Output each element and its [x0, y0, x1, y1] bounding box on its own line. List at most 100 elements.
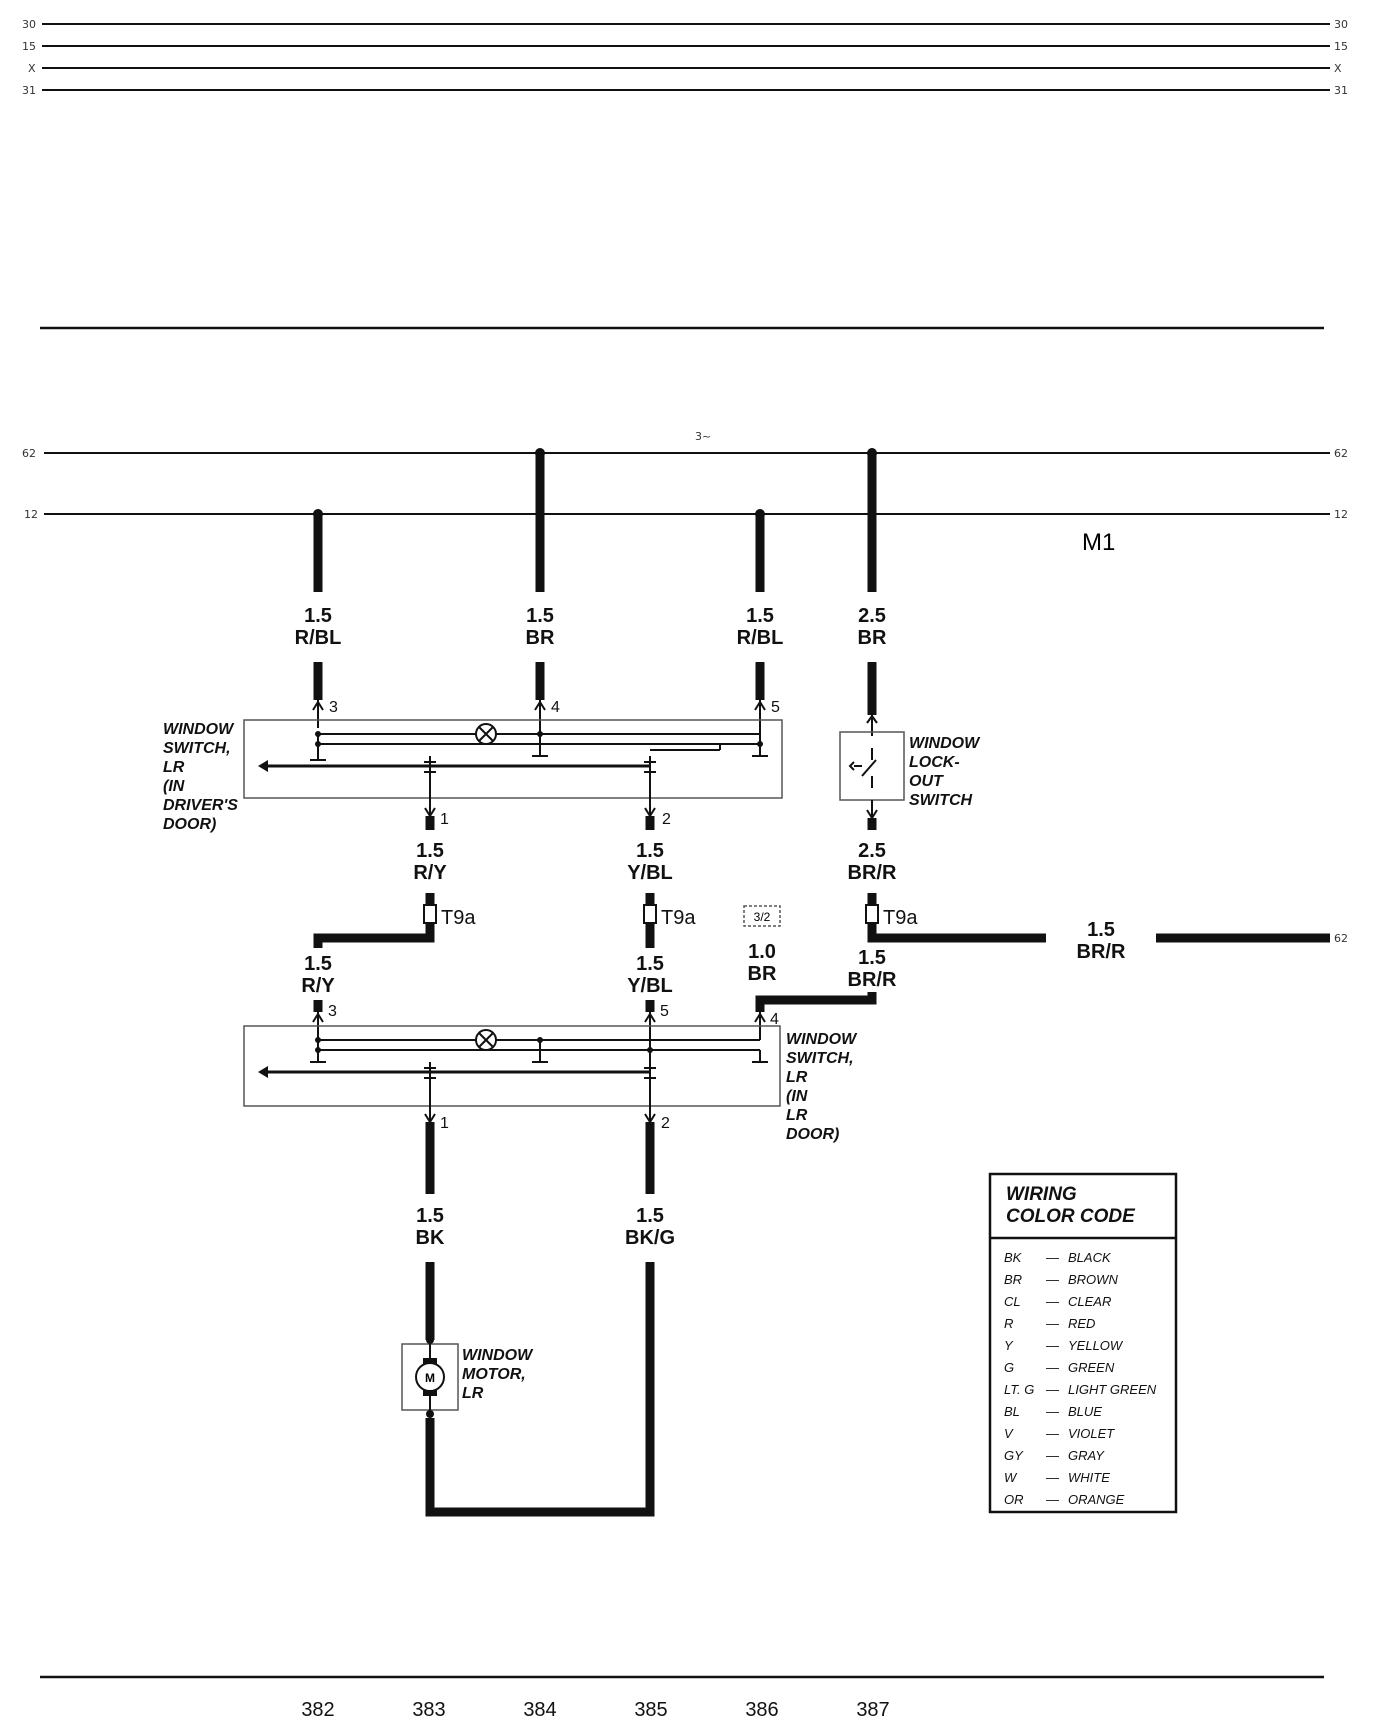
wire-gauge: 1.5 [858, 947, 886, 969]
legend-code: GY [1004, 1448, 1024, 1463]
wire-color: BR [858, 627, 887, 649]
wire-color: BK [416, 1227, 445, 1249]
pin-number: 4 [770, 1011, 779, 1028]
wire-gauge: 1.5 [636, 953, 664, 975]
legend-title: WIRING [1006, 1184, 1077, 1205]
wire-gauge: 1.5 [416, 1205, 444, 1227]
wire-color: R/Y [413, 862, 447, 884]
wire-segment [313, 923, 435, 948]
component-label: MOTOR, [462, 1366, 526, 1383]
component-label: (IN [163, 778, 185, 795]
lr-window-switch [243, 1025, 781, 1107]
wire-gauge: 2.5 [858, 605, 886, 627]
wire-color: R/BL [295, 627, 342, 649]
component-label: WINDOW [909, 735, 981, 752]
connector-icon [643, 904, 657, 924]
pin-number: 3 [328, 1003, 337, 1020]
rail-label-62-right-lower: 62 [1334, 932, 1348, 945]
component-label: LR [786, 1107, 808, 1124]
wire-gauge: 1.0 [748, 941, 776, 963]
legend-color-name: VIOLET [1068, 1426, 1115, 1441]
component-label: SWITCH, [163, 740, 231, 757]
legend-dash: — [1045, 1470, 1060, 1485]
arrow-icon [258, 760, 268, 772]
legend-color-name: BLACK [1068, 1250, 1112, 1265]
component-label: OUT [909, 773, 944, 790]
legend-color-name: GRAY [1068, 1448, 1105, 1463]
switch-housing [243, 719, 783, 799]
wire-segment [755, 992, 877, 1012]
legend-dash: — [1045, 1426, 1060, 1441]
wire-color: BR [526, 627, 555, 649]
legend-dash: — [1045, 1250, 1060, 1265]
pin-number: 3 [329, 699, 338, 716]
wire-color: Y/BL [627, 975, 673, 997]
pin-number: 5 [660, 1003, 669, 1020]
wire-color: R/Y [301, 975, 335, 997]
rail-label-15-left: 15 [22, 40, 36, 53]
rail-label-62-right: 62 [1334, 447, 1348, 460]
wire-color: BR/R [1077, 941, 1126, 963]
pin-number: 1 [440, 811, 449, 828]
pin-number: 4 [551, 699, 560, 716]
component-label: SWITCH, [786, 1050, 854, 1067]
component-label: WINDOW [786, 1031, 858, 1048]
legend-code: R [1004, 1316, 1013, 1331]
connectors-t9a [423, 893, 879, 924]
page-number: 382 [301, 1699, 334, 1721]
wire-gauge: 1.5 [416, 840, 444, 862]
pin-number: 2 [661, 1115, 670, 1132]
legend-dash: — [1045, 1448, 1060, 1463]
legend-color-name: BROWN [1068, 1272, 1118, 1287]
legend-dash: — [1045, 1316, 1060, 1331]
wire-color: BR/R [848, 969, 897, 991]
rail-label-12-left: 12 [24, 508, 38, 521]
driver-window-switch [243, 719, 783, 800]
rail-label-62-left: 62 [22, 447, 36, 460]
pin-number: 1 [440, 1115, 449, 1132]
rail-label-12-right: 12 [1334, 508, 1348, 521]
reference-label: 3/2 [754, 910, 771, 924]
motor-icon [415, 1362, 445, 1392]
legend-color-name: RED [1068, 1316, 1095, 1331]
legend-entries: BK—BLACKBR—BROWNCL—CLEARR—REDY—YELLOWG—G… [1004, 1250, 1157, 1507]
legend-box [988, 1172, 1178, 1514]
page-number: 386 [745, 1699, 778, 1721]
legend-code: V [1004, 1426, 1014, 1441]
component-label: LR [786, 1069, 808, 1086]
legend-dash: — [1045, 1360, 1060, 1375]
wire-color: R/BL [737, 627, 784, 649]
legend-color-name: GREEN [1068, 1360, 1115, 1375]
ground-label-m1: M1 [1082, 529, 1115, 556]
motor-symbol: M [425, 1371, 435, 1385]
pin-number: 5 [771, 699, 780, 716]
connector-label: T9a [441, 907, 476, 929]
legend-dash: — [1045, 1294, 1060, 1309]
wire-gauge: 1.5 [304, 605, 332, 627]
legend-dash: — [1045, 1404, 1060, 1419]
legend-color-name: WHITE [1068, 1470, 1110, 1485]
connector-label: T9a [883, 907, 918, 929]
wire-color: Y/BL [627, 862, 673, 884]
legend-code: G [1004, 1360, 1014, 1375]
legend-color-name: YELLOW [1068, 1338, 1124, 1353]
connector-icon [865, 904, 879, 924]
pin-number: 2 [662, 811, 671, 828]
legend-dash: — [1045, 1492, 1060, 1507]
legend-code: Y [1004, 1338, 1014, 1353]
page-number: 383 [412, 1699, 445, 1721]
legend-color-name: CLEAR [1068, 1294, 1111, 1309]
rail-label-30-left: 30 [22, 18, 36, 31]
wire-color: BK/G [625, 1227, 675, 1249]
rail-label-31-left: 31 [22, 84, 36, 97]
top-rails: 30 15 X 31 30 15 X 31 [22, 18, 1348, 97]
legend-code: W [1004, 1470, 1018, 1485]
page-number: 384 [523, 1699, 556, 1721]
legend-color-name: BLUE [1068, 1404, 1102, 1419]
component-label: DRIVER'S [163, 797, 238, 814]
legend-title: COLOR CODE [1006, 1206, 1136, 1227]
legend-code: BL [1004, 1404, 1020, 1419]
legend-code: CL [1004, 1294, 1021, 1309]
rail-label-15-right: 15 [1334, 40, 1348, 53]
wire-gauge: 2.5 [858, 840, 886, 862]
